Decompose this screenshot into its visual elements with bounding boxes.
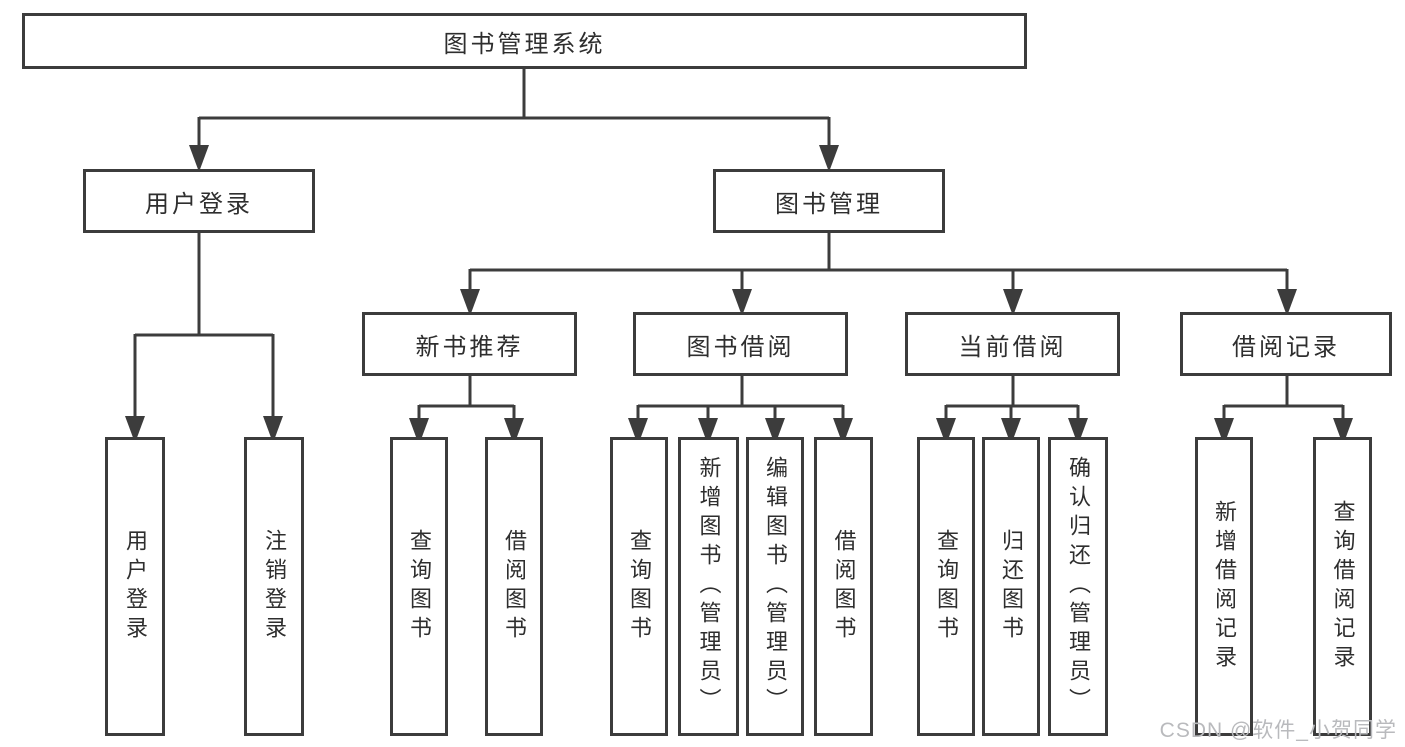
leaf-confirm-return-admin-label: 确认归还（管理员） [1066, 456, 1091, 717]
leaf-borrow-books-recommend: 借阅图书 [485, 437, 543, 736]
leaf-logout: 注销登录 [244, 437, 304, 736]
watermark: CSDN @软件_小贺同学 [1159, 719, 1397, 742]
leaf-edit-books-admin: 编辑图书（管理员） [746, 437, 804, 736]
leaf-return-books: 归还图书 [982, 437, 1040, 736]
node-user-login-branch: 用户登录 [83, 169, 315, 233]
leaf-add-borrow-record: 新增借阅记录 [1195, 437, 1253, 736]
node-book-management-branch: 图书管理 [713, 169, 945, 233]
leaf-add-borrow-record-label: 新增借阅记录 [1212, 499, 1237, 674]
node-book-management-system: 图书管理系统 [22, 13, 1027, 69]
leaf-return-books-label: 归还图书 [999, 528, 1024, 645]
leaf-borrow-books-recommend-label: 借阅图书 [502, 528, 527, 645]
node-current-borrowing: 当前借阅 [905, 312, 1120, 376]
node-borrowing-records: 借阅记录 [1180, 312, 1392, 376]
leaf-query-borrow-record-label: 查询借阅记录 [1330, 499, 1356, 674]
leaf-query-books-borrow: 查询图书 [610, 437, 668, 736]
leaf-query-books-recommend: 查询图书 [390, 437, 448, 736]
node-book-borrowing: 图书借阅 [633, 312, 848, 376]
leaf-user-login-label: 用户登录 [123, 528, 148, 645]
leaf-borrow-books: 借阅图书 [814, 437, 873, 736]
node-new-book-recommendation: 新书推荐 [362, 312, 577, 376]
leaf-query-books-current-label: 查询图书 [934, 528, 959, 645]
leaf-borrow-books-label: 借阅图书 [831, 528, 857, 645]
leaf-add-books-admin-label: 新增图书（管理员） [696, 456, 722, 717]
leaf-query-books-borrow-label: 查询图书 [627, 528, 652, 645]
leaf-logout-label: 注销登录 [262, 528, 287, 645]
leaf-query-books-recommend-label: 查询图书 [407, 528, 432, 645]
leaf-add-books-admin: 新增图书（管理员） [678, 437, 739, 736]
leaf-edit-books-admin-label: 编辑图书（管理员） [763, 456, 788, 717]
leaf-query-borrow-record: 查询借阅记录 [1313, 437, 1372, 736]
leaf-user-login: 用户登录 [105, 437, 165, 736]
leaf-query-books-current: 查询图书 [917, 437, 975, 736]
leaf-confirm-return-admin: 确认归还（管理员） [1048, 437, 1108, 736]
